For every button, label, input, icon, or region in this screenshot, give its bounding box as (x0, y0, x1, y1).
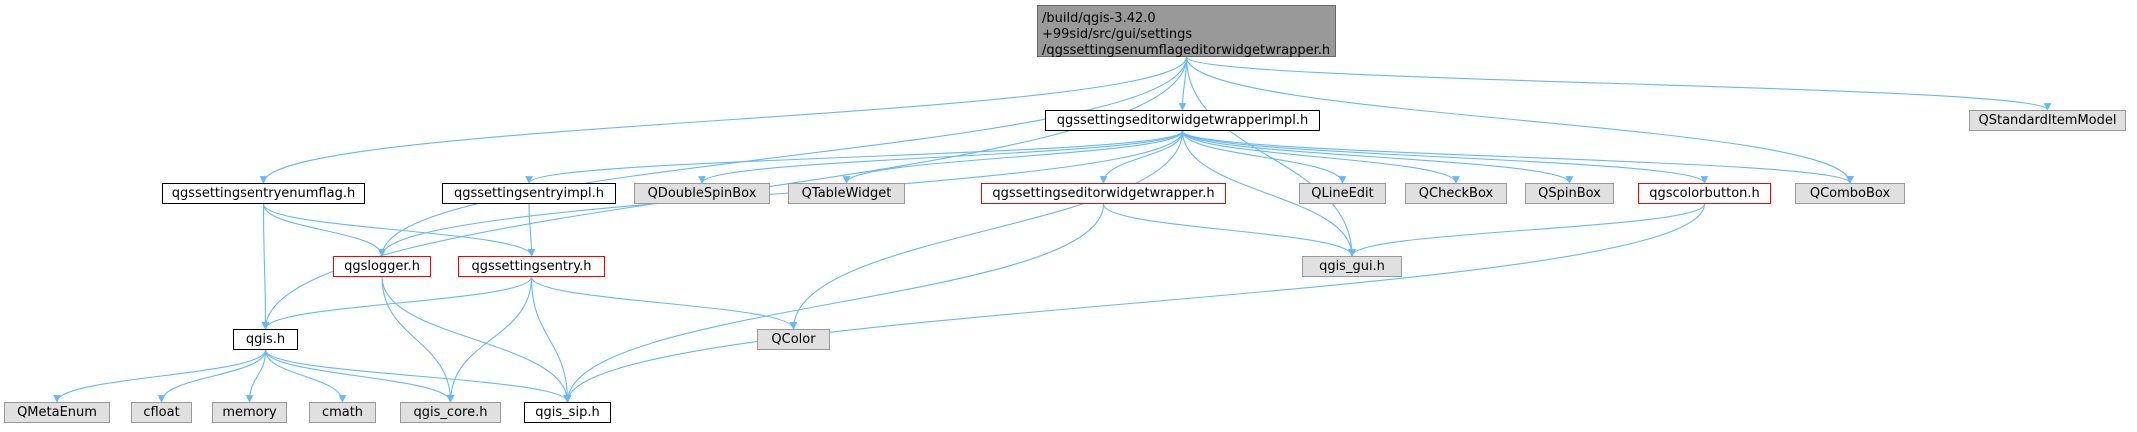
node-cfloat[interactable]: cfloat (131, 402, 192, 423)
edge-logger-to-core (381, 276, 455, 403)
node-qgssettingseditorwidgetwrapper[interactable]: qgssettingseditorwidgetwrapper.h (981, 183, 1226, 204)
node-qgssettingseditorwidgetwrapperimpl[interactable]: qgssettingseditorwidgetwrapperimpl.h (1045, 110, 1320, 131)
node-qgis-sip[interactable]: qgis_sip.h (524, 402, 611, 423)
edge-root-to-stdmodel (1185, 56, 2052, 111)
edge-ewrapper-to-gui (1102, 203, 1356, 257)
edge-impl-to-logger (378, 130, 1184, 257)
node-qgis[interactable]: qgis.h (233, 329, 298, 350)
edge-enumflag-to-entry (262, 203, 536, 257)
edge-enumflag-to-qgis (261, 203, 270, 330)
edge-entryimpl-to-entry (527, 203, 536, 257)
edge-colorbtn-to-sip (563, 203, 1706, 403)
node-qgssettingsentryimpl[interactable]: qgssettingsentryimpl.h (442, 183, 616, 204)
node-qlineedit[interactable]: QLineEdit (1299, 183, 1386, 204)
node-qgssettingsentryenumflag[interactable]: qgssettingsentryenumflag.h (162, 183, 365, 204)
edge-impl-to-lineedit (1181, 130, 1347, 184)
node-qspinbox[interactable]: QSpinBox (1525, 183, 1614, 204)
node-qdoublespinbox[interactable]: QDoubleSpinBox (634, 183, 770, 204)
node-qtablewidget[interactable]: QTableWidget (788, 183, 905, 204)
edge-qgis-to-metaenum (53, 349, 267, 403)
edge-impl-to-ewrapper (1099, 130, 1184, 184)
edge-impl-to-entryimpl (525, 130, 1184, 184)
edge-qgis-to-sip (264, 349, 572, 403)
edge-ewrapper-to-sip (563, 203, 1105, 403)
node-qgssettingsentry[interactable]: qgssettingsentry.h (458, 256, 605, 277)
node-qgis-gui[interactable]: qgis_gui.h (1302, 256, 1402, 277)
node-qcolor[interactable]: QColor (757, 329, 830, 350)
node-qgscolorbutton[interactable]: qgscolorbutton.h (1638, 183, 1771, 204)
node-qcombobox[interactable]: QComboBox (1795, 183, 1905, 204)
edge-qgis-to-cmath (264, 349, 347, 403)
edge-layer (53, 56, 2052, 403)
node-memory[interactable]: memory (212, 402, 287, 423)
edge-qgis-to-cfloat (157, 349, 267, 403)
node-qgslogger[interactable]: qgslogger.h (333, 256, 431, 277)
edge-impl-to-qcolor (789, 130, 1184, 330)
node-qstandarditemmodel[interactable]: QStandardItemModel (1969, 110, 2126, 131)
node-qcheckbox[interactable]: QCheckBox (1405, 183, 1507, 204)
edge-entry-to-qcolor (530, 276, 798, 330)
edge-impl-to-spin (1181, 130, 1574, 184)
edge-impl-to-combo (1181, 130, 1854, 184)
node-cmath[interactable]: cmath (309, 402, 376, 423)
edge-impl-to-checkbox (1181, 130, 1460, 184)
edge-impl-to-gui (1181, 130, 1356, 257)
edge-root-to-combo (1185, 56, 1854, 184)
edge-root-to-logger (378, 56, 1188, 257)
edge-impl-to-dspin (698, 130, 1184, 184)
edge-entry-to-qgis (261, 276, 533, 330)
edge-impl-to-table (842, 130, 1184, 184)
node-qgis-core[interactable]: qgis_core.h (400, 402, 501, 423)
edge-impl-to-colorbtn (1181, 130, 1709, 184)
edge-root-to-gui (1185, 56, 1356, 257)
edge-logger-to-sip (381, 276, 572, 403)
edge-enumflag-to-logger (262, 203, 386, 257)
edge-entry-to-sip (530, 276, 572, 403)
edge-root-to-enumflag (259, 56, 1188, 184)
edge-qgis-to-memory (245, 349, 267, 403)
node-qmetaenum[interactable]: QMetaEnum (4, 402, 110, 423)
edge-entry-to-core (446, 276, 533, 403)
node-root-file[interactable]: /build/qgis-3.42.0 +99sid/src/gui/settin… (1037, 5, 1336, 58)
edge-qgis-to-core (264, 349, 455, 403)
edge-colorbtn-to-gui (1348, 203, 1706, 257)
